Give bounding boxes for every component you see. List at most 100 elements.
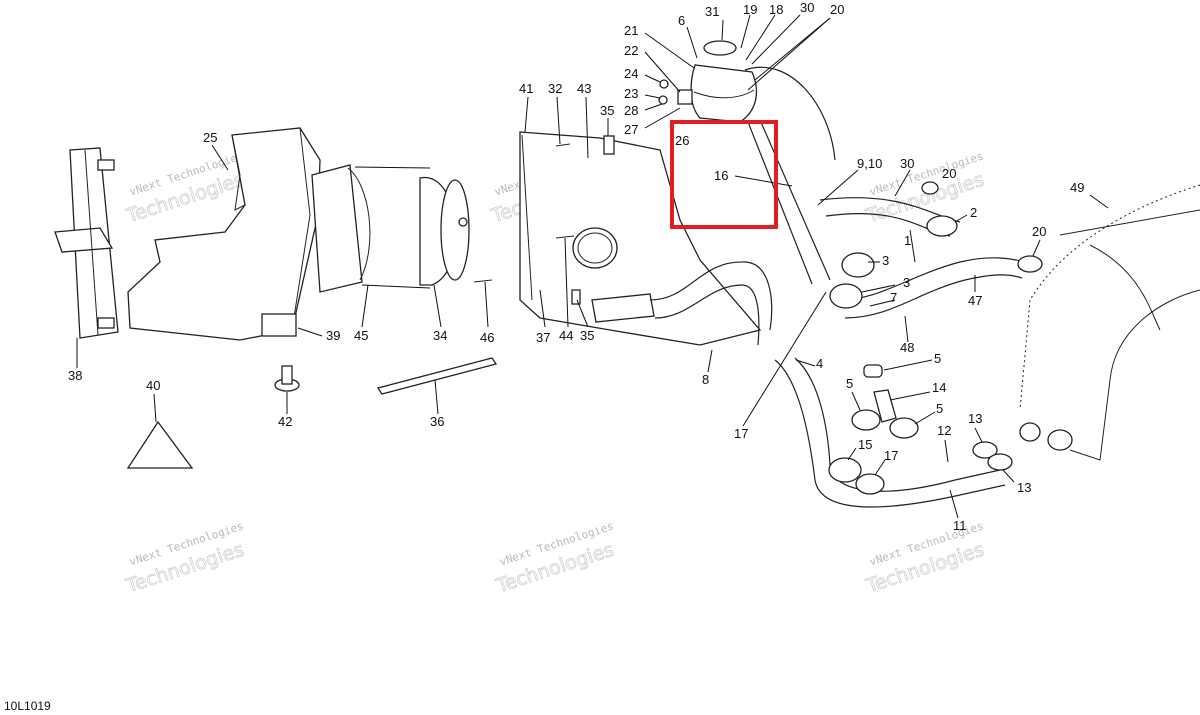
shroud-foot	[261, 313, 297, 337]
assembly-line	[361, 284, 431, 289]
cap-5	[863, 364, 883, 378]
leader-line	[484, 281, 489, 328]
radiator-fitting	[97, 159, 115, 171]
callout-7: 7	[890, 290, 897, 305]
callout-17: 17	[734, 426, 748, 441]
callout-4: 4	[816, 356, 823, 371]
engine-cover-port	[572, 227, 618, 269]
highlight-box	[670, 120, 778, 229]
engine-cover	[519, 131, 762, 346]
warning-triangle	[126, 420, 194, 469]
callout-6: 6	[678, 13, 685, 28]
leader-line	[721, 19, 724, 41]
callout-34: 34	[433, 328, 447, 343]
leader-line	[434, 379, 439, 415]
fan-shroud	[127, 127, 321, 341]
leader-line	[644, 32, 695, 69]
frame-outline	[1059, 209, 1200, 331]
clamp-15	[828, 457, 862, 483]
callout-35: 35	[600, 103, 614, 118]
leader-line	[153, 393, 157, 423]
leader-line	[751, 14, 801, 65]
leader-lines	[76, 14, 1109, 519]
hose-11-end	[954, 469, 1006, 496]
clamp-20	[921, 181, 939, 195]
leader-line	[914, 411, 936, 425]
leader-line	[211, 144, 229, 171]
callout-20: 20	[942, 166, 956, 181]
callout-15: 15	[858, 437, 872, 452]
callout-2: 2	[970, 205, 977, 220]
callout-18: 18	[769, 2, 783, 17]
leader-line	[1032, 239, 1041, 257]
leader-line	[740, 14, 751, 49]
leader-line	[974, 427, 983, 443]
clamp-13	[987, 453, 1013, 471]
engine-cover-port-inner	[577, 232, 613, 264]
callout-36: 36	[430, 414, 444, 429]
hose-8	[649, 261, 773, 331]
hose-11	[774, 359, 961, 508]
leader-line	[524, 96, 529, 133]
callout-31: 31	[705, 4, 719, 19]
callout-22: 22	[624, 43, 638, 58]
leader-line	[847, 447, 857, 461]
leader-line	[644, 103, 663, 111]
diagram-reference-code: 10L1019	[4, 699, 51, 713]
callout-17: 17	[884, 448, 898, 463]
sensor	[571, 289, 581, 305]
sensor	[603, 135, 615, 155]
reservoir-bracket	[677, 89, 693, 105]
callout-48: 48	[900, 340, 914, 355]
clamp-3	[829, 283, 863, 309]
radiator-fin-line	[84, 149, 99, 336]
leader-line	[949, 489, 959, 519]
triangle-symbol	[126, 420, 194, 469]
callout-13: 13	[968, 411, 982, 426]
callout-20: 20	[830, 2, 844, 17]
hose-47	[844, 274, 1023, 319]
fitting	[1019, 422, 1041, 442]
leader-line	[644, 94, 661, 99]
callout-28: 28	[624, 103, 638, 118]
clamp-20	[1017, 255, 1043, 273]
callout-23: 23	[624, 86, 638, 101]
grommet	[274, 365, 300, 392]
leader-line	[747, 17, 831, 91]
fan-frame	[311, 164, 363, 293]
leader-line	[644, 107, 681, 129]
callout-45: 45	[354, 328, 368, 343]
callout-26: 26	[675, 133, 689, 148]
leader-line	[686, 26, 698, 59]
grommet-stem	[281, 365, 293, 385]
leader-line	[874, 459, 886, 476]
callout-44: 44	[559, 328, 573, 343]
fan-assembly	[311, 164, 431, 293]
leader-line	[894, 169, 911, 197]
callout-38: 38	[68, 368, 82, 383]
shroud-edge	[231, 134, 246, 211]
reservoir-level-line	[693, 89, 755, 99]
callout-16: 16	[714, 168, 728, 183]
leader-line	[433, 284, 442, 328]
bolt	[555, 143, 571, 147]
callout-3: 3	[903, 275, 910, 290]
watermark: vNext Technologies Technologies	[863, 519, 988, 598]
overflow-hose	[744, 66, 836, 161]
callout-21: 21	[624, 23, 638, 38]
leader-line	[1089, 194, 1109, 209]
hose-8	[654, 284, 760, 346]
watermark: vNext Technologies Technologies	[493, 519, 618, 598]
callouts: 31 19 18 30 20 21 6 22 24 23 28 27 26 16…	[68, 0, 1084, 533]
leader-line	[734, 175, 793, 187]
radiator-fitting	[97, 317, 115, 329]
reservoir-hose	[759, 119, 831, 281]
assembly-line	[354, 166, 431, 169]
callout-14: 14	[932, 380, 946, 395]
callout-3: 3	[882, 253, 889, 268]
callout-5: 5	[846, 376, 853, 391]
cable-tie-body	[376, 357, 498, 395]
leader-line	[795, 359, 816, 367]
leader-line	[539, 289, 546, 328]
